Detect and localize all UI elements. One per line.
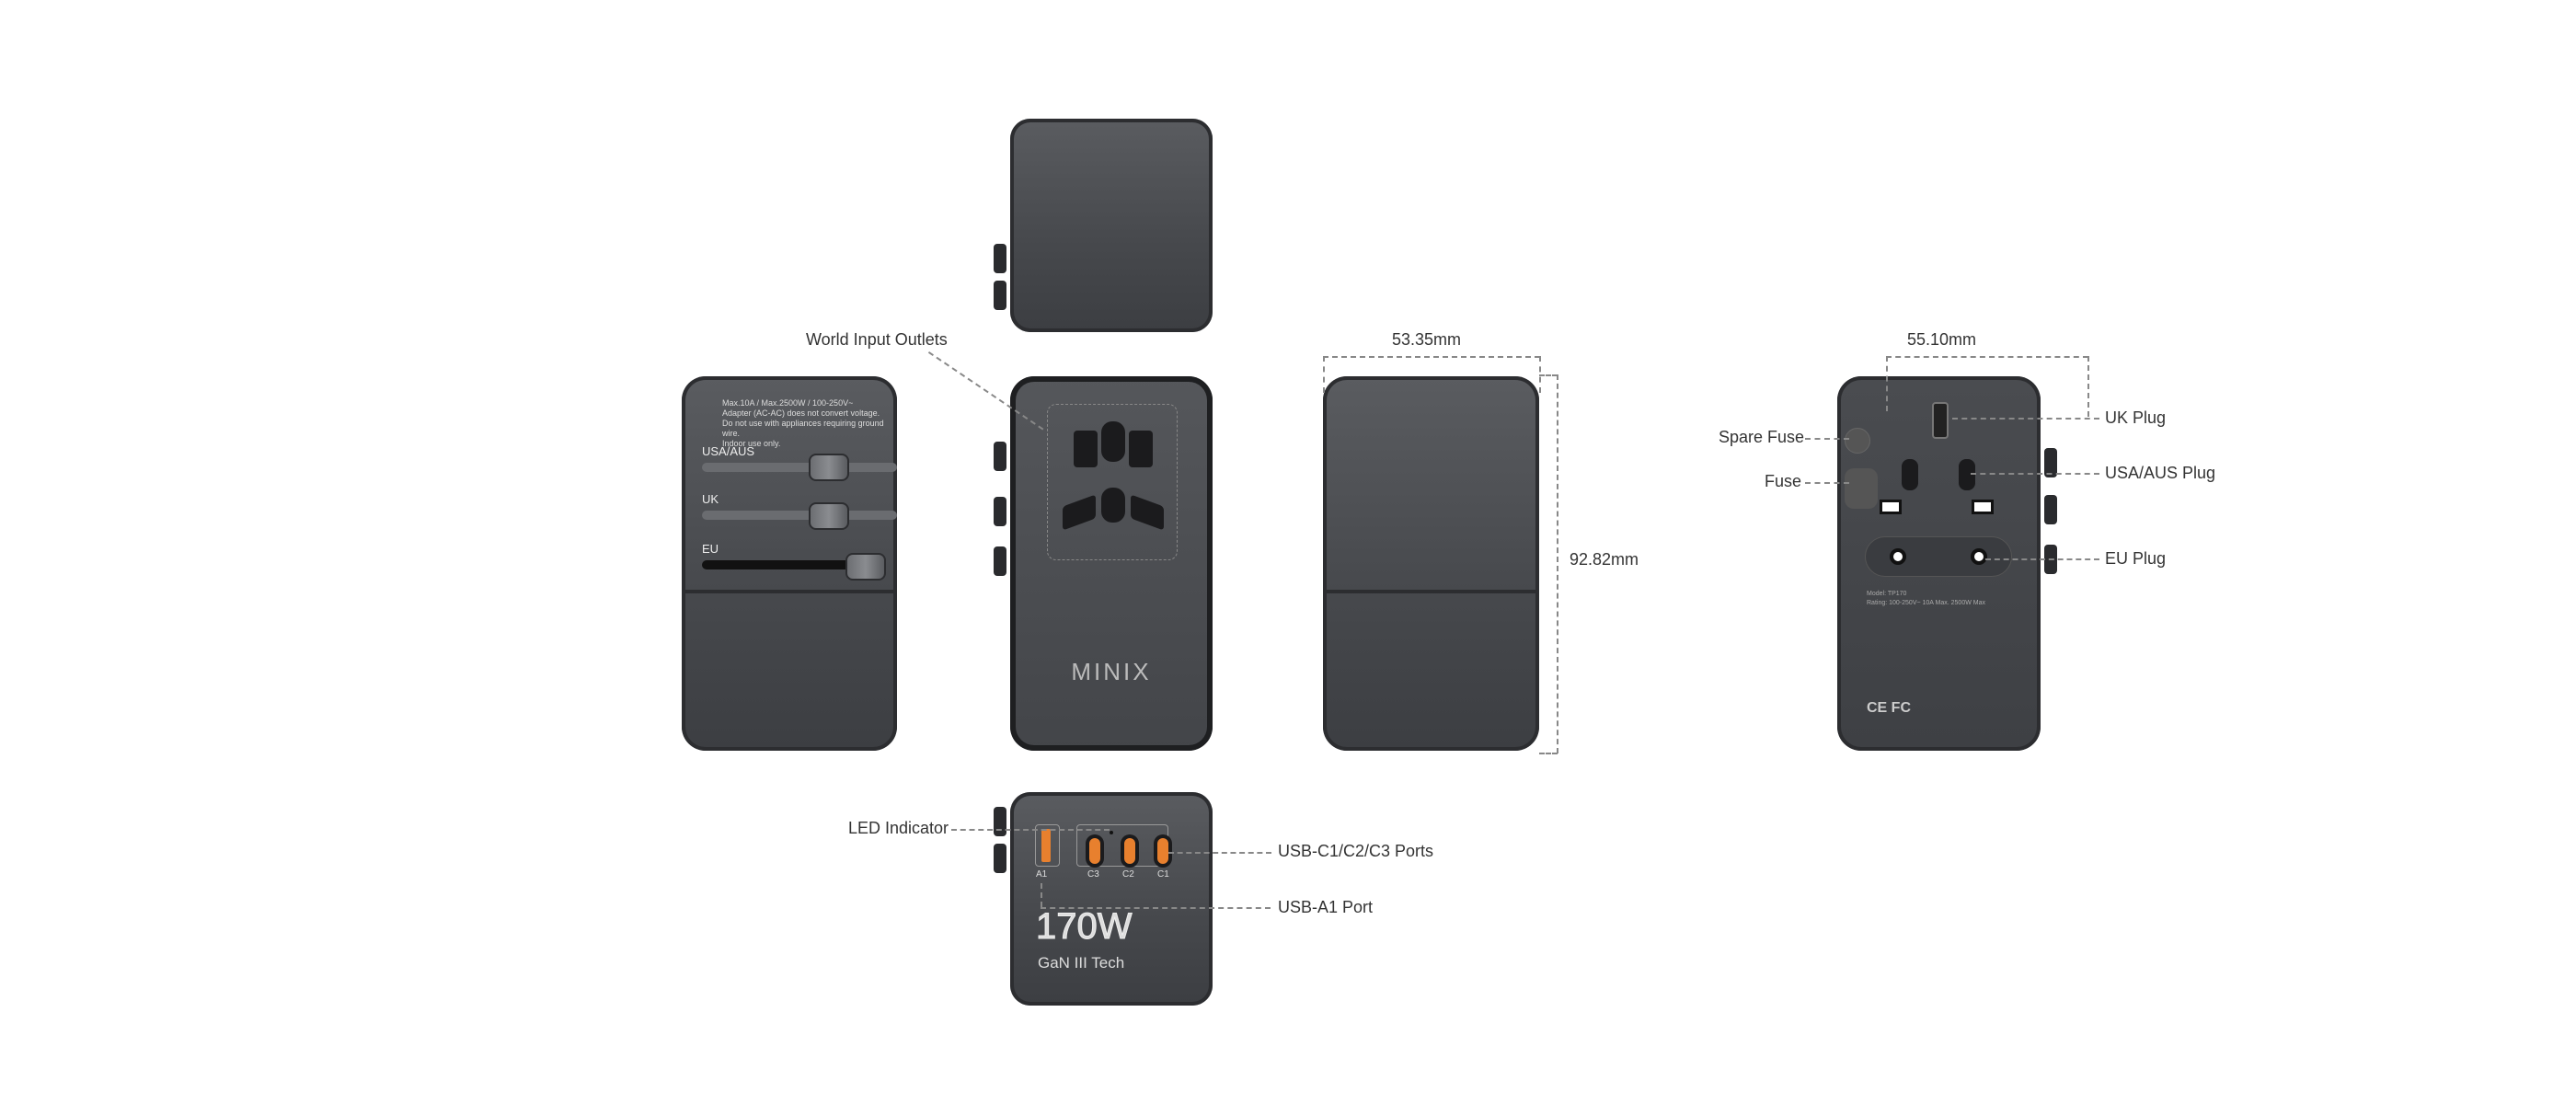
dimension-width-back: 55.10mm bbox=[1907, 330, 1977, 349]
usb-c1-port bbox=[1157, 838, 1168, 864]
label-usb-a-port: USB-A1 Port bbox=[1278, 898, 1374, 916]
fuse-cap bbox=[1845, 468, 1878, 509]
plug-prong bbox=[994, 844, 1006, 873]
adapter-back-view: Model: TP170 Rating: 100-250V~ 10A Max. … bbox=[1837, 376, 2041, 751]
power-rating: 170W bbox=[1036, 906, 1133, 948]
usa-socket bbox=[1902, 459, 1918, 490]
world-input-outlet bbox=[1047, 404, 1178, 560]
slider-label-eu: EU bbox=[702, 542, 719, 556]
label-led-indicator: LED Indicator bbox=[848, 819, 949, 837]
label-uk-plug: UK Plug bbox=[2105, 408, 2167, 427]
plug-prong bbox=[994, 807, 1006, 836]
plug-prong bbox=[2044, 448, 2057, 477]
uk-socket bbox=[1932, 402, 1949, 439]
slider-eu bbox=[702, 560, 858, 569]
plug-prong bbox=[994, 442, 1006, 471]
slider-label-usa: USA/AUS bbox=[702, 444, 755, 458]
slider-knob-usa bbox=[809, 454, 849, 481]
adapter-top-view bbox=[1010, 119, 1213, 332]
label-spare-fuse: Spare Fuse bbox=[1719, 428, 1805, 446]
adapter-side-view bbox=[1323, 376, 1539, 751]
label-usb-c-ports: USB-C1/C2/C3 Ports bbox=[1278, 842, 1434, 860]
usa-socket bbox=[1959, 459, 1975, 490]
usb-c2-port bbox=[1124, 838, 1135, 864]
port-label-c2: C2 bbox=[1122, 869, 1134, 880]
brand-logo: MINIX bbox=[1071, 658, 1152, 685]
spec-line: Do not use with appliances requiring gro… bbox=[722, 419, 884, 438]
certification-marks: CE FC bbox=[1867, 700, 1911, 716]
dimension-width-side: 53.35mm bbox=[1392, 330, 1462, 349]
slider-usa bbox=[702, 463, 897, 472]
label-world-input-outlets: World Input Outlets bbox=[806, 330, 948, 349]
gan-tech-label: GaN III Tech bbox=[1038, 954, 1125, 972]
spec-line: Adapter (AC-AC) does not convert voltage… bbox=[722, 408, 880, 418]
label-usa-aus-plug: USA/AUS Plug bbox=[2105, 464, 2216, 482]
spare-fuse-cap bbox=[1845, 428, 1870, 454]
slider-knob-eu bbox=[845, 553, 886, 581]
port-label-c1: C1 bbox=[1157, 869, 1169, 880]
model-text: Model: TP170 bbox=[1867, 591, 1907, 597]
label-fuse: Fuse bbox=[1765, 472, 1802, 490]
rating-text: Rating: 100-250V~ 10A Max. 2500W Max bbox=[1867, 600, 1985, 606]
eu-socket bbox=[1865, 536, 2012, 577]
plug-prong bbox=[994, 497, 1006, 526]
slider-label-uk: UK bbox=[702, 492, 719, 506]
spec-line: Indoor use only. bbox=[722, 439, 781, 448]
plug-prong bbox=[994, 281, 1006, 310]
plug-prong bbox=[994, 244, 1006, 273]
plug-prong bbox=[994, 546, 1006, 576]
port-label-a1: A1 bbox=[1036, 869, 1048, 880]
adapter-side-slider-view: Max.10A / Max.2500W / 100-250V~ Adapter … bbox=[682, 376, 897, 751]
dimension-height: 92.82mm bbox=[1570, 550, 1639, 569]
slider-uk bbox=[702, 511, 897, 520]
led-indicator bbox=[1110, 831, 1113, 834]
usb-c3-port bbox=[1089, 838, 1100, 864]
uk-earth-slot bbox=[1972, 500, 1994, 514]
adapter-bottom-view: A1 C3 C2 C1 170W GaN III Tech bbox=[1010, 792, 1213, 1006]
uk-earth-slot bbox=[1880, 500, 1902, 514]
port-label-c3: C3 bbox=[1087, 869, 1099, 880]
usb-a-port-frame bbox=[1035, 824, 1060, 867]
plug-prong bbox=[2044, 495, 2057, 524]
label-eu-plug: EU Plug bbox=[2105, 549, 2167, 568]
adapter-front-view: MINIX bbox=[1010, 376, 1213, 751]
spec-line: Max.10A / Max.2500W / 100-250V~ bbox=[722, 398, 854, 408]
slider-knob-uk bbox=[809, 502, 849, 530]
